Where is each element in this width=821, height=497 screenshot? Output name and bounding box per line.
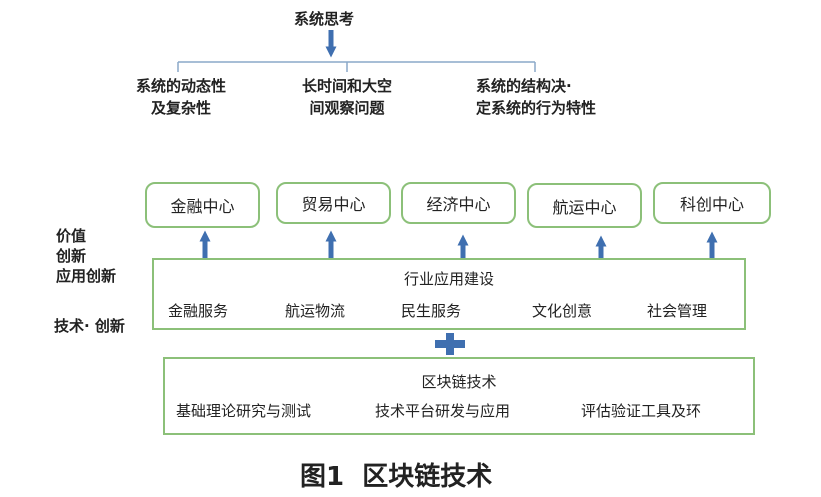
blockchain-item: 技术平台研发与应用 bbox=[375, 402, 511, 420]
center-box-trade: 贸易中心 bbox=[276, 182, 391, 224]
industry-item: 航运物流 bbox=[285, 302, 346, 320]
top-item-line2: 定系统的行为特性 bbox=[476, 99, 597, 117]
top-item-line1: 系统的结构决· bbox=[476, 77, 572, 95]
center-label: 贸易中心 bbox=[301, 195, 366, 214]
side-label-line: 应用创新 bbox=[56, 267, 117, 285]
figure-caption: 图1 区块链技术 bbox=[300, 462, 493, 492]
industry-item: 民生服务 bbox=[401, 302, 462, 320]
industry-item: 社会管理 bbox=[647, 302, 708, 320]
center-label: 航运中心 bbox=[552, 197, 617, 217]
side-label-line: 创新 bbox=[56, 247, 87, 265]
top-title: 系统思考 bbox=[294, 10, 355, 28]
top-item-line2: 间观察问题 bbox=[309, 99, 385, 117]
top-item-line1: 系统的动态性 bbox=[135, 77, 226, 95]
industry-item: 金融服务 bbox=[168, 302, 229, 320]
industry-title: 行业应用建设 bbox=[403, 270, 494, 288]
top-item-structure: 系统的结构决· 定系统的行为特性 bbox=[476, 75, 596, 119]
center-label: 科创中心 bbox=[679, 195, 744, 214]
top-item-observation: 长时间和大空 间观察问题 bbox=[282, 75, 412, 119]
side-label-tech-innovation: 技术· 创新 bbox=[54, 317, 125, 335]
industry-box: 行业应用建设 金融服务 航运物流 民生服务 文化创意 社会管理 bbox=[152, 258, 746, 330]
industry-item: 文化创意 bbox=[532, 302, 593, 320]
top-bracket bbox=[177, 61, 536, 72]
blockchain-box: 区块链技术 基础理论研究与测试 技术平台研发与应用 评估验证工具及环 bbox=[163, 357, 755, 435]
blockchain-title: 区块链技术 bbox=[421, 373, 497, 391]
center-label: 经济中心 bbox=[426, 195, 491, 214]
center-label: 金融中心 bbox=[170, 197, 235, 216]
center-box-finance: 金融中心 bbox=[145, 182, 260, 228]
plus-icon bbox=[435, 333, 465, 355]
center-box-shipping: 航运中心 bbox=[527, 183, 642, 228]
center-box-innovation: 科创中心 bbox=[653, 182, 771, 224]
side-label-line: 价值 bbox=[56, 227, 87, 245]
top-item-dynamics: 系统的动态性 及复杂性 bbox=[116, 75, 246, 119]
center-box-economy: 经济中心 bbox=[401, 182, 516, 224]
blockchain-item: 基础理论研究与测试 bbox=[176, 402, 312, 420]
top-item-line1: 长时间和大空 bbox=[301, 77, 392, 95]
blockchain-item: 评估验证工具及环 bbox=[581, 402, 702, 420]
top-item-line2: 及复杂性 bbox=[150, 99, 211, 117]
side-label-value: 价值 创新 应用创新 bbox=[56, 226, 116, 286]
